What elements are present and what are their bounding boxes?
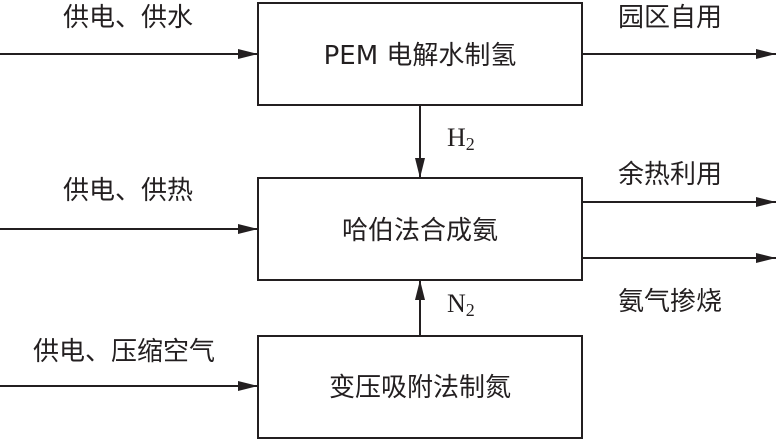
h2-symbol: H [447,123,466,152]
waste-heat-label: 余热利用 [618,160,723,190]
haber-box-label: 哈伯法合成氨 [341,216,499,246]
h2-label: H2 [447,123,475,154]
n2-label: N2 [447,289,475,320]
pem-box-label: PEM 电解水制氢 [323,41,517,71]
haber-input-label: 供电、供热 [63,176,194,206]
psa-input-label: 供电、压缩空气 [33,337,216,367]
n2-subscript: 2 [465,300,475,320]
pem-output-label: 园区自用 [618,3,723,33]
pem-input-label: 供电、供水 [63,3,194,33]
ammonia-label: 氨气掺烧 [618,287,723,317]
h2-subscript: 2 [465,134,475,154]
n2-symbol: N [447,289,466,318]
psa-box-label: 变压吸附法制氮 [328,373,512,403]
